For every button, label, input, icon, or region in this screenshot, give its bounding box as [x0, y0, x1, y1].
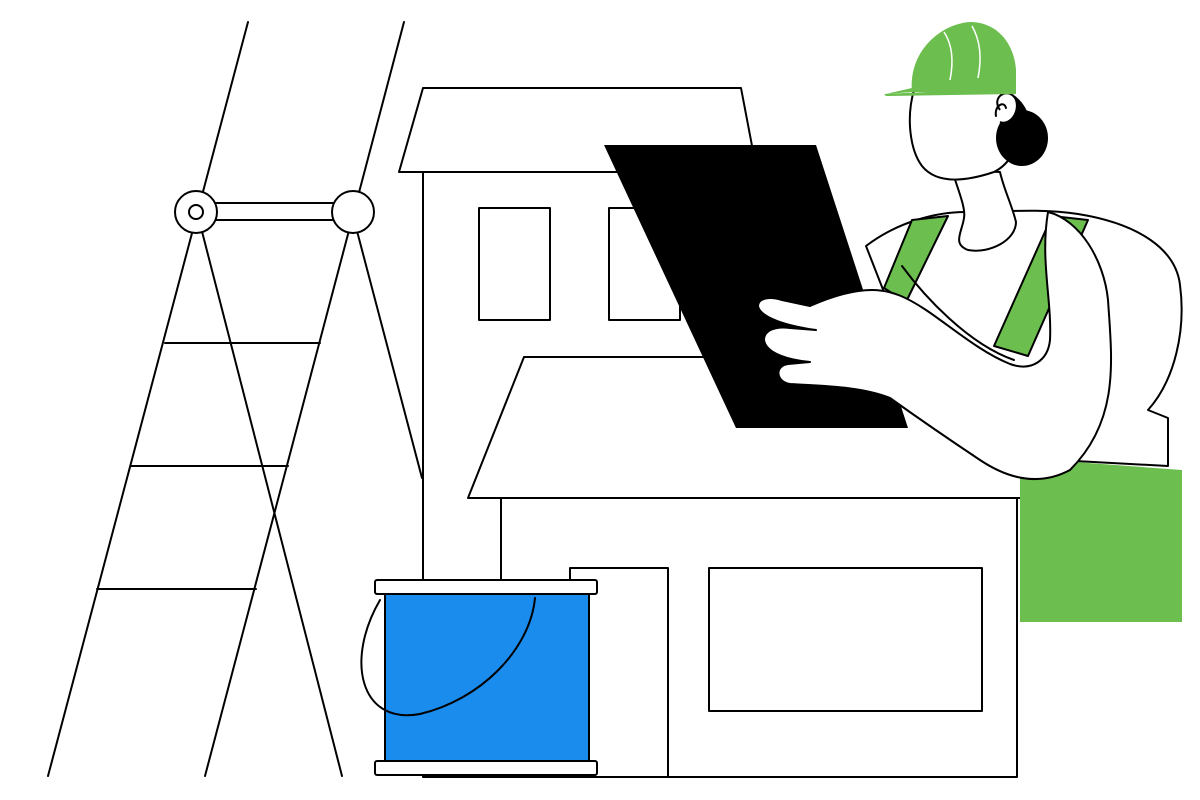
stepladder-icon — [47, 21, 423, 777]
construction-worker-icon — [604, 22, 1183, 622]
window-left — [478, 207, 551, 321]
front-window — [708, 567, 983, 712]
paint-can-icon — [360, 579, 598, 776]
